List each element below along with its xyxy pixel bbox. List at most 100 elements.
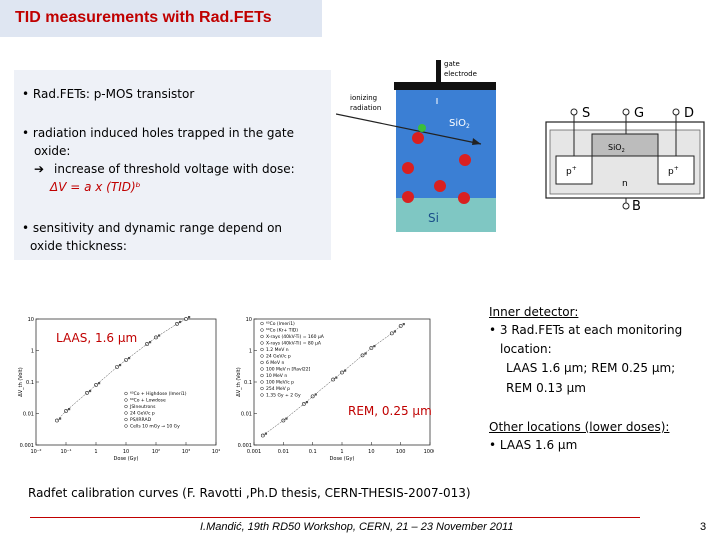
oxide-layer [396, 88, 496, 198]
source-label: S [582, 106, 590, 121]
page-number: 3 [700, 521, 707, 533]
legend-entry: 1.2 MeV n [266, 347, 289, 353]
title-bar: TID measurements with Rad.FETs [0, 0, 322, 37]
legend-entry: 100 MeV/c p [266, 380, 294, 386]
data-point [98, 382, 101, 385]
inner-detector-line-4: REM 0.13 µm [506, 381, 586, 395]
data-point [285, 417, 288, 420]
gate-terminal [622, 108, 630, 116]
drain-label: D [684, 106, 694, 121]
series-line [56, 318, 187, 421]
hole-3 [402, 162, 414, 174]
transistor-oxide-label: SiO2 [608, 143, 625, 154]
bulk-label: B [632, 199, 641, 212]
hole-2 [459, 154, 471, 166]
plot-area [35, 318, 217, 446]
hole-1 [412, 132, 424, 144]
x-tick-label: 1 [340, 449, 343, 455]
data-point [305, 401, 309, 404]
data-point [58, 417, 62, 420]
legend-marker [124, 411, 128, 415]
legend-entry: 254 MeV p [266, 386, 290, 392]
ionizing-label-1: ionizing [350, 94, 377, 102]
bullet-holes-2: oxide: [34, 144, 71, 158]
hole-5 [402, 191, 414, 203]
x-tick-label: 0.001 [247, 449, 261, 455]
legend-entry: ⁶⁰Co + Lowdose [130, 398, 166, 404]
inner-detector-line-2: location: [500, 342, 552, 356]
legend-marker [260, 367, 264, 371]
legend-entry: 6 MeV n [266, 360, 284, 366]
legend-entry: PS/IRRAD [130, 417, 152, 423]
x-tick-label: 10 [368, 449, 374, 455]
legend-marker [124, 404, 128, 409]
inner-detector-line-1: • 3 Rad.FETs at each monitoring [489, 323, 683, 337]
legend-entry: ⁶⁰Co + Highdose (lmeri1) [130, 391, 187, 397]
x-axis-label: Dose (Gy) [330, 456, 355, 462]
radiation-arrow [336, 113, 482, 145]
bullet-box [14, 70, 331, 260]
x-tick-label: 0.1 [309, 449, 317, 455]
figure-caption: Radfet calibration curves (F. Ravotti ,P… [28, 486, 471, 500]
data-point [188, 316, 191, 319]
transistor-diagram: SiO2 p+ p+ n S G D B [545, 106, 705, 212]
data-point [373, 345, 376, 348]
x-tick-label: 10³ [182, 449, 190, 455]
legend-marker [124, 398, 128, 402]
hole-4 [434, 180, 446, 192]
inner-detector-heading: Inner detector: [489, 305, 579, 319]
ionizing-label-2: radiation [350, 104, 381, 112]
gate-oxide [591, 133, 659, 157]
legend-marker [260, 393, 264, 397]
p-left-label: p+ [566, 165, 577, 177]
silicon-label: Si [428, 211, 439, 225]
legend-entry: 10 MeV n [266, 373, 287, 379]
gate-electrode [394, 82, 496, 90]
legend-marker [260, 334, 264, 339]
radiation-arrow-head [472, 138, 481, 145]
legend-marker [260, 341, 264, 345]
p-right-label: p+ [668, 165, 679, 177]
legend-marker [260, 373, 264, 378]
data-point [128, 356, 131, 360]
x-tick-label: 0.01 [278, 449, 289, 455]
y-axis-label: ΔV_th (Volt) [18, 367, 24, 396]
legend-marker [260, 347, 264, 352]
x-tick-label: 10⁻¹ [60, 449, 71, 455]
data-point [314, 393, 317, 396]
legend-marker [260, 360, 264, 365]
legend-marker [260, 328, 264, 332]
drain-terminal [672, 108, 680, 116]
oxide-label: SiO2 [449, 118, 470, 130]
bullet-radfet: • Rad.FETs: p-MOS transistor [22, 87, 195, 101]
data-point [68, 408, 71, 411]
data-point [364, 352, 367, 355]
y-tick-label: 0.1 [244, 380, 252, 386]
x-tick-label: 100 [396, 449, 406, 455]
electron-hole-pair [418, 124, 426, 132]
x-tick-label: 10 [123, 449, 129, 455]
formula: ΔV = a x (TID)ᵇ [50, 180, 141, 194]
plot-area [253, 318, 431, 446]
other-locations-heading: Other locations (lower doses): [489, 420, 670, 434]
legend-marker [260, 321, 264, 326]
legend-entry: Cells 10 mGy → 10 Gy [130, 424, 180, 430]
y-axis-label: ΔV_th (Volt) [236, 367, 242, 396]
bullet-holes-1: • radiation induced holes trapped in the… [22, 126, 294, 140]
data-point [184, 317, 188, 321]
bullet-sensitivity-1: • sensitivity and dynamic range depend o… [22, 221, 283, 235]
data-point [393, 330, 397, 333]
silicon-layer [396, 198, 496, 232]
n-label: n [622, 179, 628, 189]
legend-marker [124, 424, 128, 428]
gate-label-1: gate [444, 60, 460, 68]
y-tick-label: 1 [31, 349, 34, 355]
y-tick-label: 1 [249, 349, 252, 355]
bullet-holes-3: increase of threshold voltage with dose: [54, 162, 295, 176]
other-locations-line: • LAAS 1.6 µm [489, 438, 578, 452]
legend-entry: X-rays (40kV-Ti) = 160 µA [266, 334, 325, 340]
y-tick-label: 0.1 [26, 380, 34, 386]
laas-label: LAAS, 1.6 µm [56, 331, 138, 345]
legend-entry: 24 GeV/c p [266, 354, 291, 360]
